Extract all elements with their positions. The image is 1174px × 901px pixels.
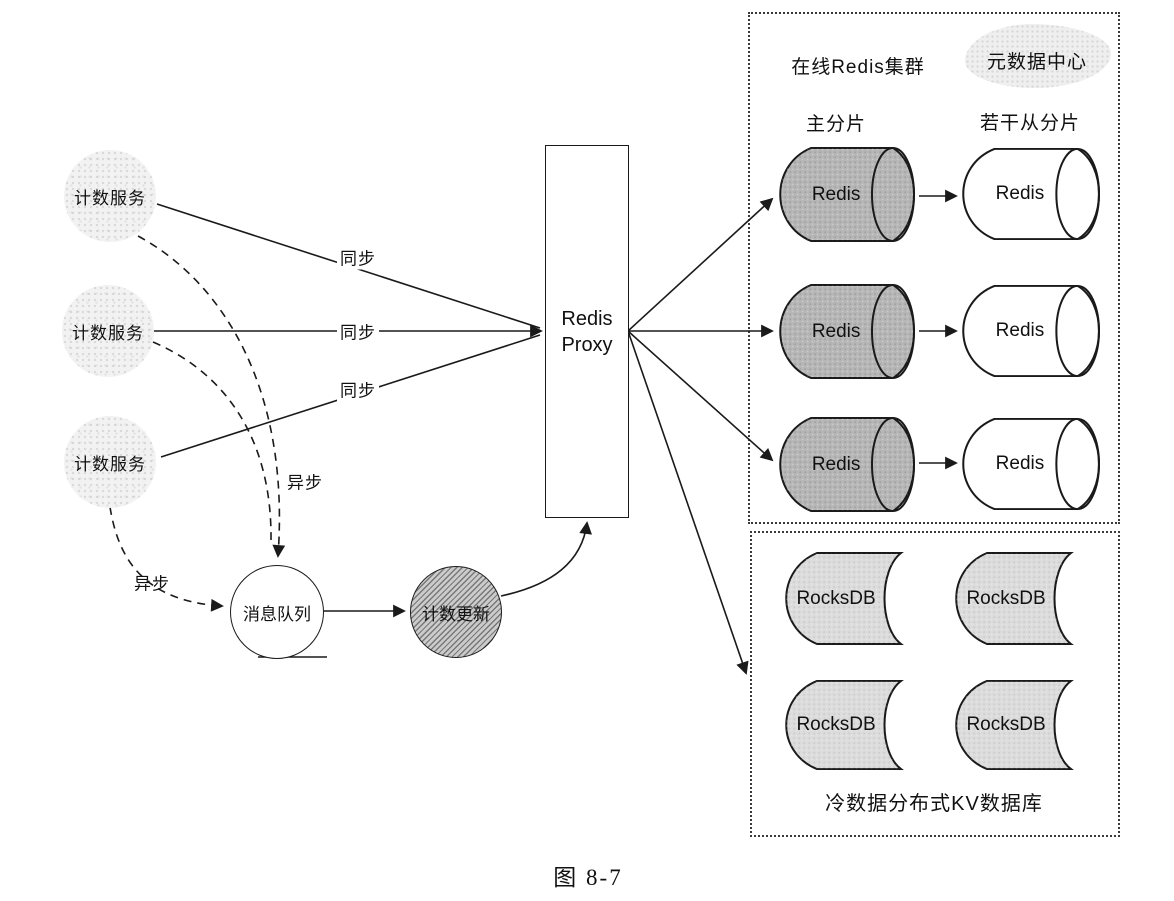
- redis-primary-cylinder-2: Redis: [779, 283, 915, 380]
- redis-replica-cylinder-3: Redis: [962, 417, 1100, 511]
- rocksdb-texture: [786, 680, 901, 770]
- cylinder-shape: [962, 147, 1100, 241]
- async-curve-1: [137, 235, 286, 558]
- rocksdb-3-label: RocksDB: [796, 714, 876, 735]
- rocksdb-shape: [955, 679, 1074, 771]
- metadata-center-header: 元数据中心: [986, 52, 1088, 73]
- counting-service-3-label: 计数服务: [74, 454, 146, 474]
- cylinder-cap: [1055, 147, 1100, 241]
- count-update-label: 计数更新: [422, 604, 490, 624]
- rocksdb-texture: [786, 553, 901, 644]
- cylinder-cap: [871, 417, 915, 512]
- figure-caption: 图 8-7: [553, 865, 623, 890]
- rocksdb-4-label: RocksDB: [966, 714, 1046, 735]
- rocksdb-shape: [785, 679, 904, 771]
- redis-proxy-box: Redis Proxy: [545, 145, 629, 518]
- rocksdb-shape: [955, 552, 1074, 645]
- redis-primary-3-label: Redis: [811, 453, 861, 475]
- cylinder-shape: [962, 417, 1100, 511]
- sync-label-3: 同步: [337, 376, 379, 402]
- counting-service-3: 计数服务: [64, 416, 156, 508]
- rocksdb-shape: [785, 552, 904, 645]
- rocksdb-node-1: RocksDB: [783, 551, 919, 646]
- proxy-to-kv-arrow: [627, 330, 749, 675]
- rocksdb-node-3: RocksDB: [783, 679, 919, 771]
- replica-shards-subheader: 若干从分片: [979, 113, 1081, 134]
- redis-primary-cylinder-1: Redis: [779, 146, 915, 243]
- proxy-to-primary-3-arrow: [627, 330, 774, 462]
- rocksdb-1-label: RocksDB: [796, 587, 876, 609]
- sync-label-2: 同步: [337, 318, 379, 344]
- async-curve-3: [109, 506, 224, 612]
- cylinder-cap: [871, 284, 915, 379]
- counting-service-1: 计数服务: [64, 150, 156, 242]
- metadata-center-blob: [965, 24, 1111, 88]
- cylinder-cap: [871, 147, 915, 242]
- primary-shard-subheader: 主分片: [805, 114, 867, 135]
- cylinder-texture: [780, 418, 914, 511]
- count-update-node: 计数更新: [410, 566, 502, 658]
- proxy-to-primary-1-arrow: [627, 197, 774, 332]
- cylinder-texture: [780, 285, 914, 378]
- online-redis-cluster-header: 在线Redis集群: [791, 57, 925, 78]
- redis-replica-3-label: Redis: [995, 453, 1045, 474]
- redis-primary-2-label: Redis: [811, 320, 861, 342]
- cylinder-shape: [779, 284, 915, 379]
- cylinder-cap: [1055, 417, 1100, 511]
- counting-service-2-label: 计数服务: [72, 323, 144, 343]
- online-redis-cluster-box: [748, 12, 1120, 524]
- rocksdb-texture: [956, 680, 1071, 770]
- redis-replica-2-label: Redis: [995, 320, 1045, 341]
- redis-replica-1-label: Redis: [995, 183, 1045, 204]
- sync-label-1: 同步: [337, 244, 379, 270]
- redis-proxy-label-line1: Redis: [561, 307, 613, 330]
- async-label-mid: 异步: [287, 473, 323, 493]
- cylinder-shape: [962, 284, 1100, 378]
- cylinder-cap: [1055, 284, 1100, 378]
- cold-kv-store-box: [750, 531, 1120, 837]
- message-queue-node: 消息队列: [230, 565, 324, 659]
- counting-service-1-label: 计数服务: [74, 188, 146, 208]
- cold-kv-store-caption: 冷数据分布式KV数据库: [825, 793, 1043, 815]
- async-label-low: 异步: [134, 574, 170, 594]
- rocksdb-2-label: RocksDB: [966, 587, 1046, 609]
- rocksdb-node-4: RocksDB: [953, 679, 1089, 771]
- redis-replica-cylinder-2: Redis: [962, 284, 1100, 378]
- counting-service-2: 计数服务: [62, 285, 154, 377]
- redis-proxy-label-line2: Proxy: [561, 333, 613, 356]
- redis-primary-cylinder-3: Redis: [779, 416, 915, 513]
- message-queue-label: 消息队列: [243, 604, 311, 624]
- cylinder-shape: [779, 417, 915, 512]
- cylinder-shape: [779, 147, 915, 242]
- redis-replica-cylinder-1: Redis: [962, 147, 1100, 241]
- rocksdb-node-2: RocksDB: [953, 551, 1089, 646]
- rocksdb-texture: [956, 553, 1071, 644]
- async-curve-2: [152, 341, 272, 541]
- redis-primary-1-label: Redis: [811, 183, 861, 205]
- cylinder-texture: [780, 148, 914, 241]
- update-to-proxy-arrow: [500, 521, 592, 597]
